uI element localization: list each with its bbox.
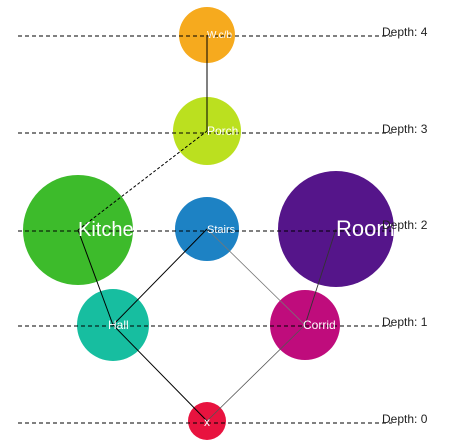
- node-porch-label: Porch: [207, 124, 238, 138]
- depth-labels: Depth: 4 Depth: 3 Depth: 2 Depth: 1 Dept…: [382, 25, 428, 426]
- depth-label-0: Depth: 0: [382, 412, 428, 426]
- depth-label-1: Depth: 1: [382, 315, 428, 329]
- depth-lines: [18, 35, 392, 424]
- edge-corrid-stairs: [206, 228, 306, 326]
- depth-label-2: Depth: 2: [382, 218, 428, 232]
- edges-layer: [77, 35, 337, 422]
- node-hall-label: Hall: [108, 318, 129, 332]
- node-room-label: Room: [336, 216, 395, 241]
- node-kitchen-label: Kitchen: [78, 219, 145, 241]
- depth-label-3: Depth: 3: [382, 122, 428, 136]
- node-stairs-label: Stairs: [207, 224, 236, 236]
- edge-hall-stairs: [112, 228, 208, 326]
- edge-x-corrid: [206, 324, 306, 422]
- node-x-label: x: [204, 415, 210, 429]
- edge-hall-kitchen: [77, 229, 114, 326]
- edge-kitchen-porch: [77, 130, 208, 231]
- edge-corrid-room: [304, 228, 337, 326]
- edge-x-hall: [112, 324, 208, 422]
- node-wc-label: W.c/b: [207, 30, 232, 41]
- node-labels: x Hall Corrid Kitchen Stairs Room Porch …: [78, 30, 395, 429]
- depth-label-4: Depth: 4: [382, 25, 428, 39]
- node-corrid-label: Corrid: [303, 318, 336, 332]
